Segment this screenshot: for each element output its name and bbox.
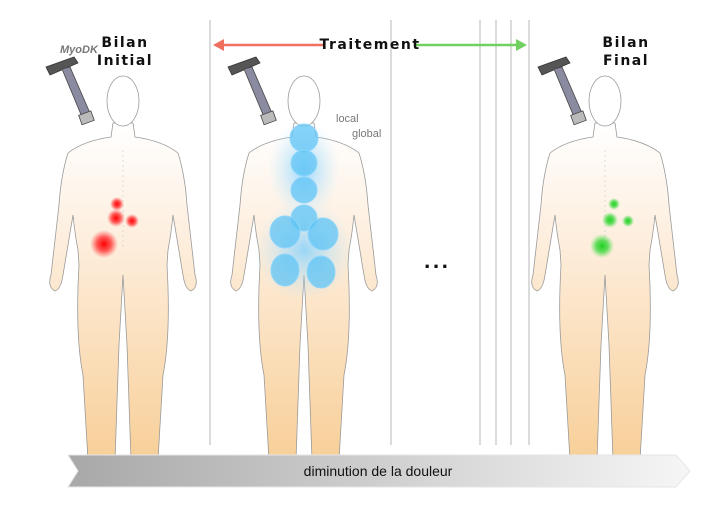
pain-points-initial [90,197,139,258]
ellipsis: ... [424,252,451,273]
device-label: MyoDK [60,44,99,56]
initial-title-line2: Initial [97,53,153,69]
treatment-label: Traitement [319,37,420,53]
arrow-right [415,39,527,51]
local-label: local [336,113,359,125]
initial-title-line1: Bilan [101,35,148,51]
pain-reduction-banner [67,454,691,488]
body-figure-final [531,75,679,461]
body-figure-initial [49,75,197,461]
banner-text: diminution de la douleur [304,463,453,479]
massage-device-icon [537,56,587,126]
arrow-left [213,39,325,51]
final-title-line2: Final [603,53,649,69]
treatment-zones [254,120,354,300]
phase-separators [209,20,530,445]
massage-device-icon [45,56,95,126]
massage-device-icon [227,56,277,126]
relief-points-final [590,198,634,258]
final-title-line1: Bilan [602,35,649,51]
global-label: global [352,128,381,140]
